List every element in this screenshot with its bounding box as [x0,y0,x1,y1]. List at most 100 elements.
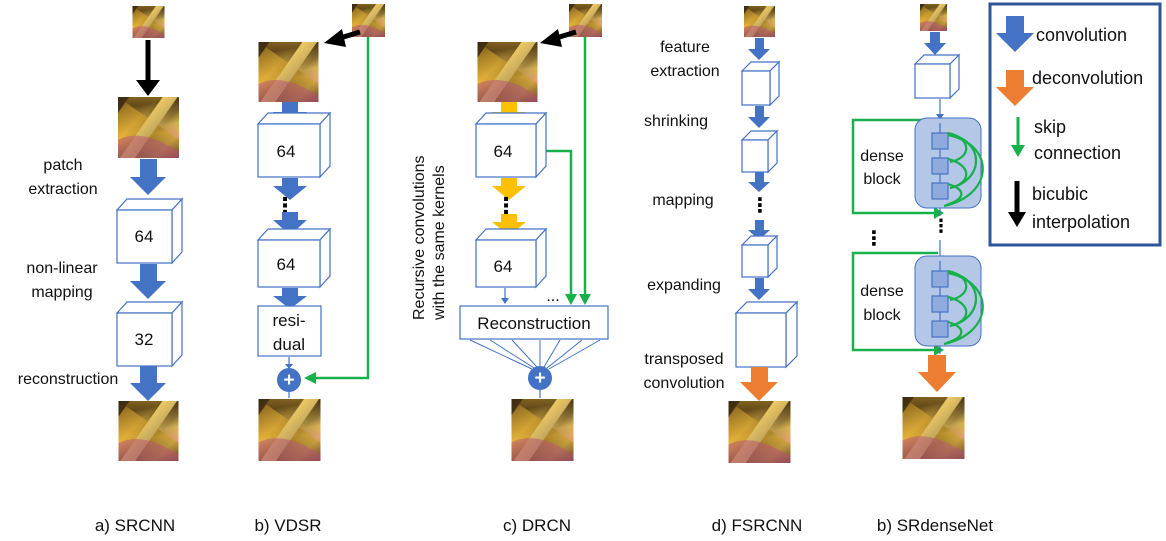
drcn-ellipsis: ... [546,288,559,305]
vdsr-box-64-a: 64 [256,111,332,179]
drcn-column: Recursive convolutions with the same ker… [411,4,609,535]
drcn-box-64-a: 64 [474,111,548,179]
srdensenet-caption: b) SRdenseNet [877,516,994,535]
vdsr-residual-line1: resi- [272,311,305,330]
drcn-bicubic-arrowhead [540,29,562,47]
fsrcnn-cube-2 [740,129,779,174]
vdsr-plus: + [283,370,294,391]
fsrcnn-cube-4 [734,300,799,369]
vdsr-skip-line [314,37,370,380]
legend-skip-line2: connection [1034,143,1121,163]
vdsr-conv-arrow-2 [273,178,307,200]
srcnn-step2-line2: mapping [31,284,92,301]
dense-block-1-line1: dense [860,148,904,165]
vdsr-bicubic-arrowhead [324,29,346,47]
drcn-plus: + [534,368,545,389]
dense-block-1 [914,117,984,209]
vdsr-conv-arrow-4 [273,288,307,309]
srdensenet-deconv-arrow [918,355,956,392]
drcn-skip-line-inner [536,149,573,296]
vdsr-conv-arrow-3 [273,212,307,235]
srcnn-conv-arrow-2 [130,264,166,299]
srcnn-lr-image [132,6,165,38]
srcnn-box-64: 64 [115,197,184,265]
srcnn-box-32: 32 [115,300,184,368]
vdsr-sum-node: + [277,368,301,392]
srcnn-conv-arrow-3 [130,366,166,401]
srdensenet-cube [913,53,961,100]
fsrcnn-column: feature extraction shrinking mapping ⋮ e… [644,6,803,535]
srcnn-box2-label: 32 [135,330,154,349]
srcnn-caption: a) SRCNN [95,516,175,535]
fsrcnn-l5a: transposed [644,351,723,368]
vdsr-box-64-b: 64 [256,227,332,289]
drcn-recursive-arrow-2 [492,178,526,200]
srcnn-conv-arrow-1 [130,159,166,195]
drcn-reconstruction-box: Reconstruction [459,305,609,340]
drcn-caption: c) DRCN [503,516,571,535]
vdsr-box1-label: 64 [277,142,296,161]
srcnn-box1-label: 64 [135,227,154,246]
legend-bicubic-line2: interpolation [1032,212,1130,232]
fsrcnn-l4: expanding [647,277,721,294]
fsrcnn-caption: d) FSRCNN [712,516,803,535]
fsrcnn-dots: ⋮ [750,193,770,217]
srcnn-upscaled-image [118,97,179,158]
drcn-upscaled-image [477,42,538,102]
drcn-box2-label: 64 [494,257,513,276]
vdsr-output-image [258,399,321,461]
fsrcnn-conv-arrow-4 [748,220,770,240]
srdensenet-column: dense block ⋮ ⋮ dense block b) SRdenseNe… [851,4,994,535]
srdensenet-lr-image [920,4,947,31]
fsrcnn-conv-arrow-2 [748,106,770,128]
srcnn-output-image [118,401,179,461]
fsrcnn-l1b: extraction [650,63,719,80]
vdsr-caption: b) VDSR [254,516,321,535]
vdsr-box2-label: 64 [277,255,296,274]
srdensenet-skip-1 [851,118,938,215]
fsrcnn-lr-image [744,6,775,37]
vdsr-upscaled-image [258,42,319,102]
fsrcnn-l1a: feature [660,39,710,56]
vdsr-residual-box: resi- dual [257,305,322,357]
fsrcnn-deconv-arrow [740,367,778,401]
dense-block-1-line2: block [863,171,901,188]
legend-skip-line1: skip [1034,117,1066,137]
srdensenet-conv-arrow-1 [924,32,946,55]
srdensenet-dots-center: ⋮ [932,216,950,237]
vdsr-residual-line2: dual [273,335,305,354]
drcn-box1-label: 64 [494,142,513,161]
srcnn-step2-line1: non-linear [26,260,98,277]
vdsr-skip-arrowhead [304,372,316,384]
vdsr-column: 64 ⋮ 64 resi- dual + b) VDSR [254,4,385,535]
srcnn-step1-line1: patch [43,157,82,174]
srcnn-step1-line2: extraction [28,181,97,198]
dense-block-2-line2: block [863,307,901,324]
drcn-side-line2: with the same kernels [431,165,448,321]
dense-block-2 [914,255,984,347]
drcn-box-64-b: 64 [474,227,548,289]
dense-block-2-line1: dense [860,283,904,300]
fsrcnn-l2: shrinking [644,113,708,130]
fsrcnn-output-image [728,401,791,463]
legend-deconvolution-label: deconvolution [1032,68,1143,88]
srcnn-step3-label: reconstruction [18,371,119,388]
srcnn-bicubic-arrowhead [136,80,160,96]
srcnn-column: 64 32 patch extraction non-linear mappin… [18,6,184,535]
fsrcnn-cube-3 [740,234,779,279]
drcn-output-image [511,399,574,461]
fsrcnn-l5b: convolution [644,375,725,392]
legend-deconvolution-icon [996,70,1034,106]
legend-convolution-icon [996,16,1034,52]
fsrcnn-conv-arrow-5 [748,278,770,300]
drcn-fanin-lines [469,339,601,370]
fsrcnn-l3: mapping [652,192,713,209]
drcn-sum-node: + [528,366,552,390]
legend-convolution-label: convolution [1036,25,1127,45]
fsrcnn-conv-arrow-1 [748,38,770,60]
drcn-recursive-arrow-3 [492,214,526,236]
legend-bicubic-line1: bicubic [1032,184,1088,204]
fsrcnn-cube-1 [740,60,781,107]
